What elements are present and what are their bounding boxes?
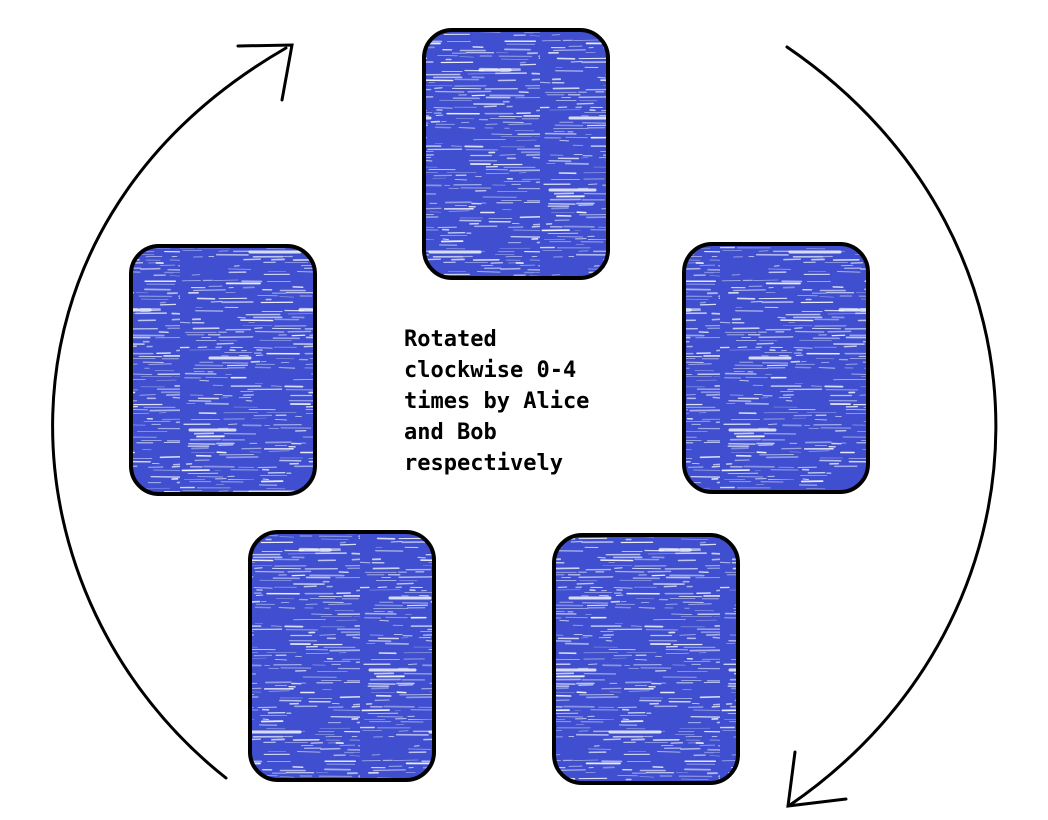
label-line: Rotated (404, 327, 497, 352)
card-top (422, 28, 610, 280)
rotation-label: Rotated clockwise 0-4 times by Alice and… (404, 324, 644, 479)
card-right (682, 242, 870, 494)
left-arc (51, 46, 288, 780)
right-arrowhead-icon (786, 750, 848, 808)
label-line: respectively (404, 451, 563, 476)
label-line: times by Alice (404, 389, 590, 414)
label-line: and Bob (404, 420, 497, 445)
label-line: clockwise 0-4 (404, 358, 577, 383)
left-arc-arrow (51, 43, 294, 780)
right-arc-arrow (785, 45, 998, 808)
card-bottom-right (552, 533, 740, 785)
right-arc (785, 45, 998, 807)
left-arrowhead-icon (236, 43, 294, 102)
card-bottom-left (248, 530, 436, 782)
card-left (129, 244, 317, 496)
